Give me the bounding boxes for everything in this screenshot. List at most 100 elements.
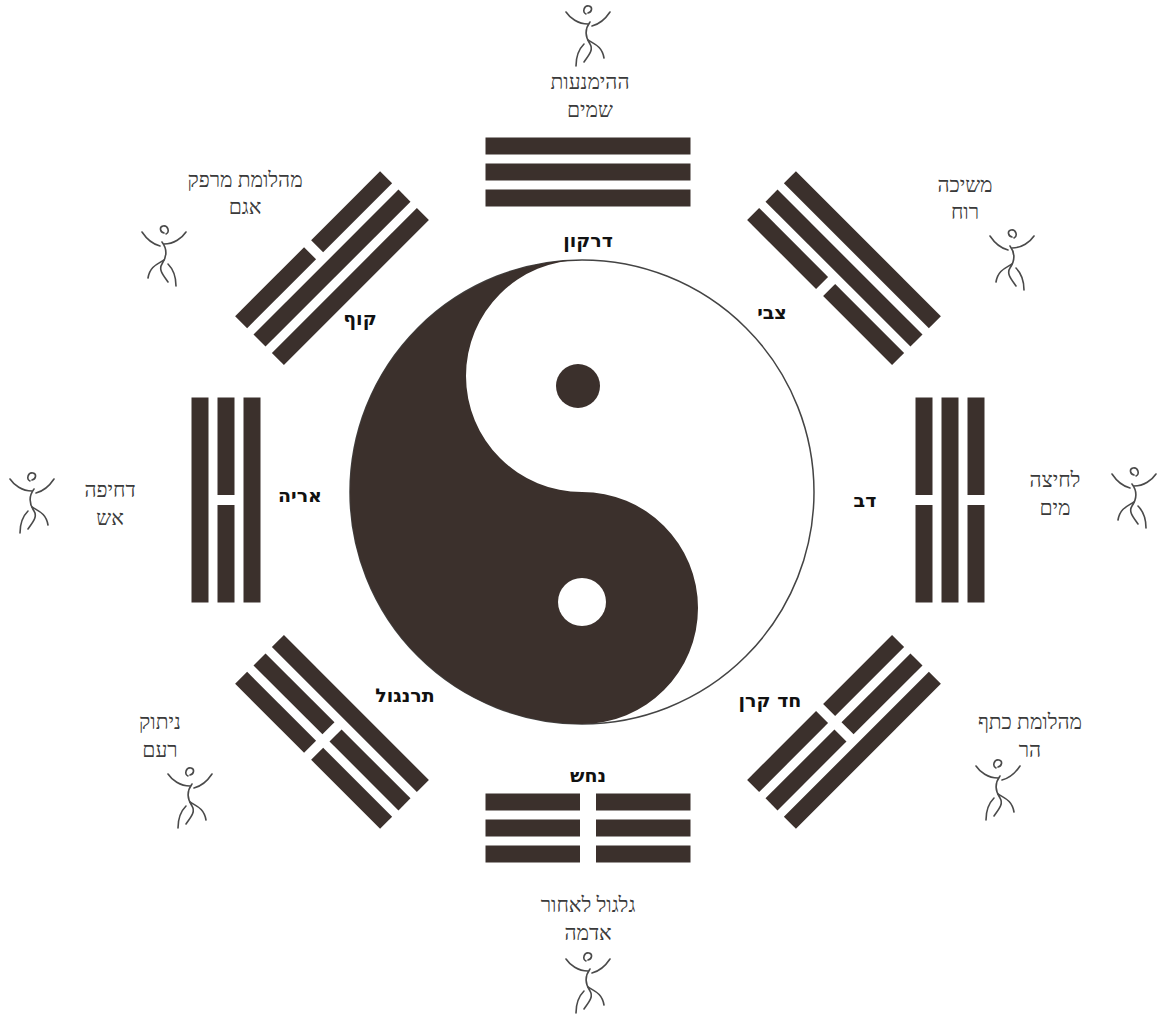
- sketch-stroke: [20, 511, 28, 533]
- solid-line: [486, 164, 691, 181]
- sketch-stroke: [584, 953, 592, 961]
- animal-name: תרנגול: [375, 685, 435, 706]
- broken-line: [596, 820, 691, 837]
- broken-line: [235, 247, 316, 328]
- sketch-stroke: [36, 479, 54, 493]
- broken-line: [596, 794, 691, 811]
- sketch-stroke: [576, 44, 584, 66]
- sketch-stroke: [160, 226, 168, 234]
- element-name: הר: [1019, 739, 1041, 762]
- broken-line: [218, 398, 235, 496]
- figure-sketch: [10, 473, 54, 533]
- solid-line: [244, 398, 261, 603]
- trigram: [747, 635, 941, 829]
- yang-dot: [558, 578, 606, 626]
- sketch-stroke: [142, 232, 160, 246]
- figure-sketch: [990, 230, 1034, 290]
- yin-yang: [350, 260, 814, 724]
- element-name: אדמה: [564, 922, 611, 945]
- figure-sketch: [566, 953, 610, 1013]
- sketch-stroke: [588, 987, 604, 1005]
- sketch-stroke: [986, 798, 994, 820]
- sketch-stroke: [1012, 236, 1034, 248]
- sketch-stroke: [990, 236, 1008, 250]
- sketch-stroke: [178, 806, 186, 828]
- sketch-stroke: [190, 802, 206, 820]
- solid-line: [192, 398, 209, 603]
- element-name: אגם: [229, 196, 262, 219]
- sketch-stroke: [194, 774, 212, 788]
- broken-line: [486, 794, 581, 811]
- solid-line: [784, 672, 941, 829]
- animal-name: נחש: [570, 765, 606, 786]
- sketch-stroke: [1138, 506, 1146, 528]
- animal-name: דב: [854, 490, 877, 511]
- broken-line: [968, 398, 985, 496]
- trigram: [192, 398, 261, 603]
- element-name: מים: [1040, 497, 1071, 520]
- solid-line: [272, 635, 429, 792]
- animal-name: אריה: [278, 485, 322, 506]
- yin-dot: [556, 364, 600, 408]
- animal-name: דרקון: [563, 230, 613, 251]
- sketch-stroke: [164, 232, 186, 244]
- sketch-stroke: [1008, 230, 1016, 238]
- broken-line: [218, 505, 235, 603]
- trigram: [916, 398, 985, 603]
- move-name: דחיפה: [84, 479, 135, 502]
- solid-line: [486, 190, 691, 207]
- broken-line: [916, 398, 933, 496]
- sketch-stroke: [994, 760, 1002, 768]
- sketch-stroke: [148, 260, 164, 278]
- trigram: [486, 138, 691, 207]
- figure-sketch: [976, 760, 1020, 820]
- sketch-stroke: [1118, 502, 1134, 520]
- animal-name: קוף: [343, 308, 376, 329]
- figure-sketch: [168, 768, 212, 828]
- sketch-stroke: [588, 40, 604, 58]
- element-name: שמים: [567, 99, 613, 122]
- sketch-stroke: [996, 264, 1012, 282]
- element-name: רעם: [142, 739, 177, 762]
- sketch-stroke: [566, 12, 588, 24]
- sketch-stroke: [186, 768, 194, 776]
- broken-line: [968, 505, 985, 603]
- yin-half: [350, 260, 698, 724]
- move-name: ניתוק: [139, 711, 181, 734]
- sketch-stroke: [998, 794, 1014, 812]
- trigram: [747, 171, 941, 365]
- sketch-stroke: [592, 12, 610, 26]
- figure-sketch: [1112, 468, 1156, 528]
- trigram: [235, 171, 429, 365]
- broken-line: [486, 846, 581, 863]
- sketch-stroke: [1016, 268, 1024, 290]
- move-name: מהלומת מרפק: [187, 169, 302, 192]
- broken-line: [596, 846, 691, 863]
- sketch-stroke: [32, 507, 48, 525]
- broken-line: [916, 505, 933, 603]
- animal-name: צבי: [757, 302, 787, 323]
- sketch-stroke: [1134, 474, 1156, 486]
- sketch-stroke: [1112, 474, 1130, 488]
- yin-yang-outline: [350, 260, 814, 724]
- sketch-stroke: [584, 6, 592, 14]
- trigram: [486, 794, 691, 863]
- move-name: גלגול לאחור: [541, 894, 636, 917]
- sketch-stroke: [566, 959, 588, 971]
- solid-line: [784, 171, 941, 328]
- sketch-stroke: [10, 479, 32, 491]
- move-name: מהלומת כתף: [978, 711, 1082, 734]
- sketch-stroke: [1002, 766, 1020, 780]
- figure-sketch: [566, 6, 610, 66]
- sketch-stroke: [576, 991, 584, 1013]
- sketch-stroke: [1130, 468, 1138, 476]
- sketch-stroke: [168, 774, 190, 786]
- broken-line: [235, 672, 316, 753]
- element-name: אש: [96, 507, 123, 530]
- solid-line: [272, 208, 429, 365]
- solid-line: [486, 138, 691, 155]
- animal-name: חד קרן: [739, 690, 802, 711]
- broken-line: [486, 820, 581, 837]
